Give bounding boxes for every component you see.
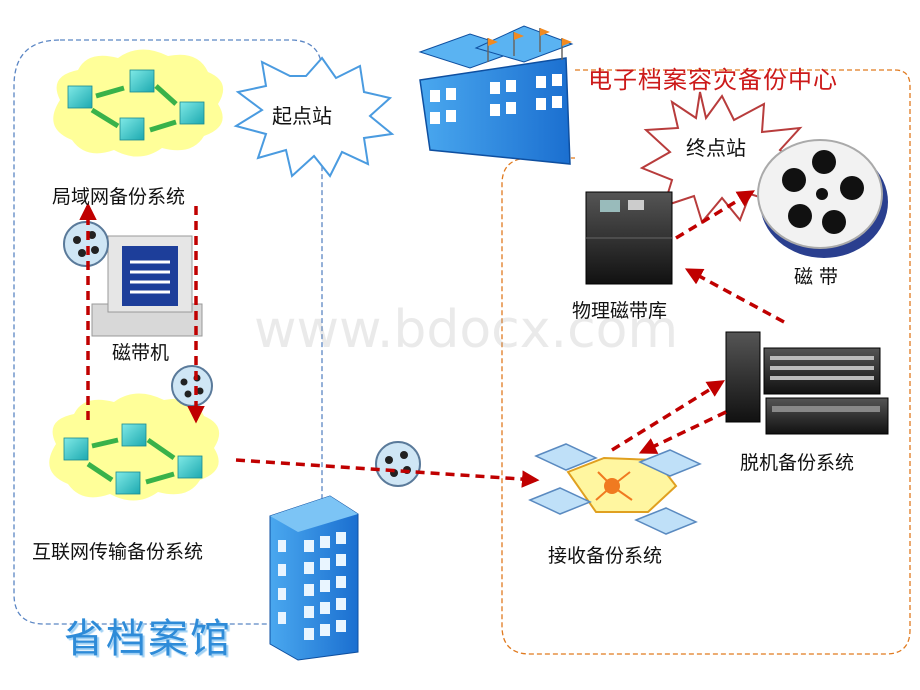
backup-center-title: 电子档案容灾备份中心 [588, 66, 838, 94]
tape-label: 磁 带 [794, 266, 839, 288]
province-archive-boundary [13, 39, 323, 625]
tape-reel-icon [375, 441, 421, 487]
internet-network-cloud [49, 393, 220, 501]
tape-drive-computer [91, 235, 203, 337]
physical-library-label: 物理磁带库 [572, 300, 668, 322]
arrow-offline-to-receive [638, 410, 727, 454]
start-station-starburst [233, 56, 395, 178]
start-station-label: 起点站 [272, 104, 332, 128]
tape-drive-label: 磁带机 [112, 342, 170, 364]
lan-backup-label: 局域网备份系统 [52, 186, 186, 208]
lan-network-cloud [53, 49, 224, 157]
data-flow-arrows [79, 190, 785, 488]
offline-backup-servers [725, 331, 889, 435]
backup-center-boundary [501, 69, 911, 655]
receive-backup-system-icon [528, 443, 702, 535]
internet-backup-label: 互联网传输备份系统 [32, 541, 204, 563]
arrow-internet-to-receive [235, 458, 540, 488]
archive-center-building [418, 25, 574, 165]
offline-backup-label: 脱机备份系统 [740, 452, 855, 474]
provincial-archive-building [269, 495, 359, 661]
tape-reel-icon [171, 365, 213, 407]
large-tape-reel-icon [757, 139, 888, 258]
end-station-label: 终点站 [686, 136, 746, 160]
tape-reel-icon [63, 221, 109, 267]
receive-backup-label: 接收备份系统 [548, 545, 663, 567]
arrow-receive-to-offline [611, 380, 725, 452]
province-archive-title: 省档案馆 [64, 616, 232, 662]
physical-tape-library [585, 191, 673, 285]
arrow-offline-to-library [684, 268, 785, 324]
watermark-text: www.bdocx.com [254, 300, 679, 360]
